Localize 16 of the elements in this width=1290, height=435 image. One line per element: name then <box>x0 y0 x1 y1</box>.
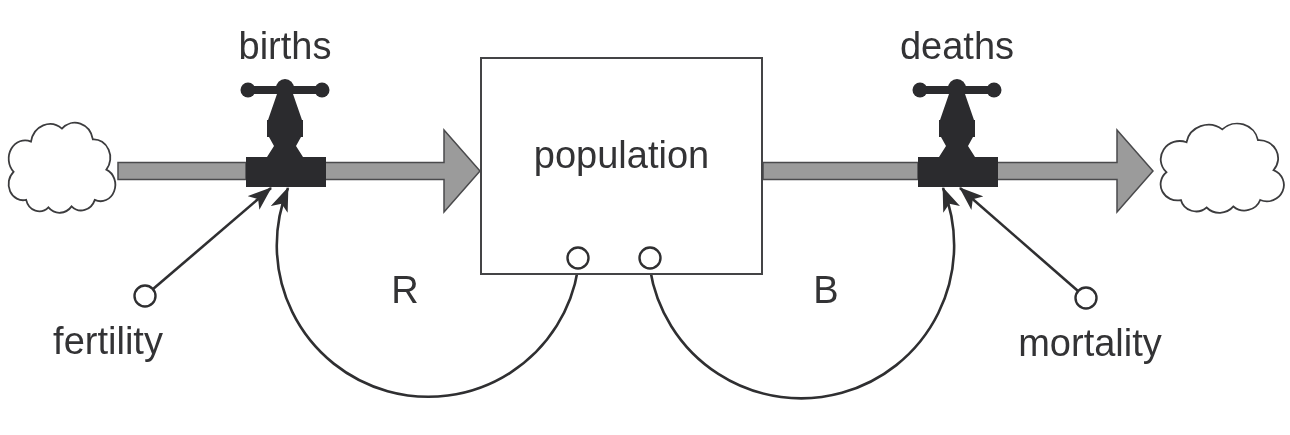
variable-label: fertility <box>53 319 163 363</box>
loop-label: R <box>391 268 419 312</box>
flow-label: deaths <box>899 24 1015 68</box>
arrow <box>152 187 272 290</box>
arrow <box>959 187 1079 292</box>
loop-label: B <box>813 268 839 312</box>
stock-box <box>480 57 763 275</box>
flow-pipe <box>762 161 919 181</box>
stock-label: population <box>533 133 710 177</box>
variable-label: mortality <box>1018 321 1162 365</box>
flow-pipe <box>117 161 247 181</box>
flow-arrow <box>996 128 1154 214</box>
flow-label: births <box>238 24 332 68</box>
curved-arrow <box>648 187 959 400</box>
flow-arrow <box>324 128 481 214</box>
curved-arrow <box>272 187 580 398</box>
